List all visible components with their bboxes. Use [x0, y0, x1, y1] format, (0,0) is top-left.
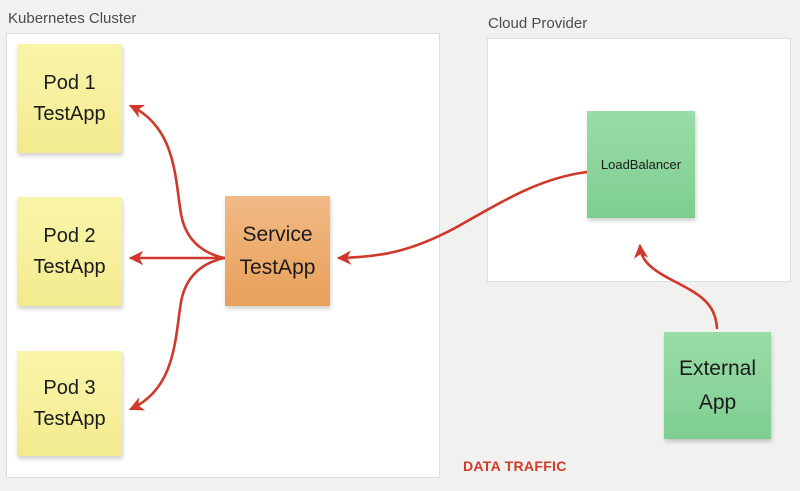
- node-loadbalancer: LoadBalancer: [587, 111, 695, 218]
- node-service: Service TestApp: [225, 196, 330, 306]
- node-external-app-line2: App: [698, 390, 737, 414]
- node-pod3-name: Pod 3: [43, 376, 96, 399]
- node-pod2-app: TestApp: [33, 255, 106, 278]
- node-pod1: Pod 1 TestApp: [17, 44, 122, 153]
- node-service-app: TestApp: [239, 256, 316, 279]
- kubernetes-cluster-label: Kubernetes Cluster: [8, 10, 137, 27]
- node-pod3-app: TestApp: [33, 407, 106, 430]
- node-pod2: Pod 2 TestApp: [17, 197, 122, 306]
- node-external-app-line1: External: [678, 356, 757, 380]
- node-pod3: Pod 3 TestApp: [17, 351, 122, 456]
- node-service-name: Service: [242, 223, 313, 246]
- cloud-provider-label: Cloud Provider: [488, 15, 588, 32]
- node-loadbalancer-label: LoadBalancer: [600, 157, 682, 172]
- node-external-app: External App: [664, 332, 771, 439]
- node-pod1-name: Pod 1: [43, 71, 96, 94]
- node-pod2-name: Pod 2: [43, 224, 96, 247]
- node-pod1-app: TestApp: [33, 102, 106, 125]
- data-traffic-legend: DATA TRAFFIC: [463, 458, 567, 474]
